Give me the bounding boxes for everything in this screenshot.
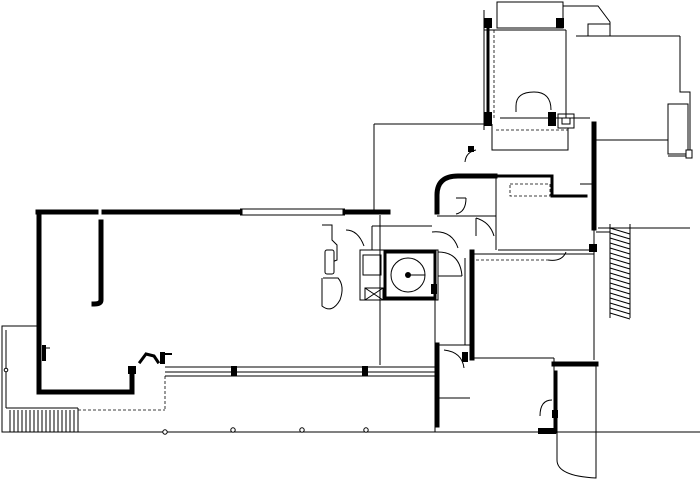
stair-tread bbox=[609, 277, 631, 285]
east-stair-treads bbox=[609, 227, 631, 320]
hearth-jamb bbox=[160, 352, 165, 364]
east-wing bbox=[469, 121, 599, 479]
west-stair bbox=[9, 410, 75, 432]
curved-entry-wall bbox=[434, 173, 465, 215]
north-roof-step bbox=[587, 23, 611, 37]
north-chimney-flue bbox=[561, 117, 571, 125]
door-swing-north bbox=[464, 149, 477, 163]
stair-tread bbox=[609, 227, 631, 235]
stair-tread bbox=[609, 242, 631, 250]
terrace-column bbox=[3, 367, 9, 373]
hearth-seat bbox=[137, 352, 161, 365]
door-swing-entry-east bbox=[475, 217, 495, 237]
stair-tread bbox=[609, 267, 631, 275]
built-in-upper bbox=[322, 224, 338, 263]
service-block bbox=[472, 174, 594, 261]
stair-tread bbox=[609, 232, 631, 240]
north-block-lower-room bbox=[491, 124, 569, 151]
stair-tread bbox=[609, 252, 631, 260]
stair-tread bbox=[609, 312, 631, 320]
stair-tread bbox=[609, 307, 631, 315]
bath-jamb bbox=[552, 410, 558, 418]
column-1 bbox=[162, 429, 168, 435]
built-in-bench bbox=[324, 249, 335, 275]
north-roof-edge bbox=[563, 5, 611, 36]
core-cabinet bbox=[364, 287, 384, 301]
door-swing-hall bbox=[345, 229, 365, 247]
column-3 bbox=[299, 427, 305, 433]
east-pier bbox=[589, 244, 597, 252]
central-core bbox=[359, 225, 466, 345]
door-swing-entry bbox=[431, 231, 459, 249]
curved-sofa bbox=[321, 277, 343, 310]
north-apse bbox=[515, 91, 552, 112]
hall-west-door-jamb bbox=[42, 345, 46, 361]
north-pier-2 bbox=[556, 18, 564, 28]
north-pier-3 bbox=[484, 112, 492, 126]
stair-tread bbox=[609, 257, 631, 265]
hall-curved-partition bbox=[91, 219, 104, 307]
stair-tread bbox=[609, 302, 631, 310]
column-2 bbox=[230, 427, 236, 433]
stair-tread bbox=[609, 282, 631, 290]
main-hall bbox=[35, 208, 391, 395]
garden-post bbox=[685, 149, 693, 159]
hall-built-ins bbox=[321, 224, 365, 310]
stair-tread bbox=[609, 272, 631, 280]
stair-tread bbox=[609, 262, 631, 270]
stair-tread bbox=[609, 292, 631, 300]
north-chimney bbox=[557, 113, 575, 129]
stair-tread bbox=[609, 287, 631, 295]
door-swing-core bbox=[437, 251, 463, 277]
north-roof-terrace bbox=[496, 1, 564, 29]
hearth-block bbox=[128, 366, 136, 374]
stair-tread bbox=[609, 237, 631, 245]
hearth-element bbox=[128, 352, 172, 374]
core-pier bbox=[431, 284, 437, 294]
door-swing-service bbox=[547, 251, 567, 261]
garden-wall-east bbox=[668, 36, 691, 157]
garden-bench bbox=[667, 103, 689, 155]
north-pier-1 bbox=[484, 18, 492, 28]
core-outline bbox=[359, 249, 439, 301]
north-jamb bbox=[468, 146, 474, 152]
door-swing-bath bbox=[539, 399, 553, 417]
stair-tread bbox=[609, 247, 631, 255]
service-counter bbox=[509, 183, 551, 197]
curved-bath-wall bbox=[556, 364, 597, 479]
gallery-pier-1 bbox=[231, 366, 237, 376]
lower-service bbox=[434, 342, 472, 428]
door-swing-lower bbox=[443, 349, 465, 369]
door-swing-curved-wall bbox=[455, 197, 467, 215]
entry-hall bbox=[434, 146, 498, 250]
east-stair bbox=[596, 224, 631, 320]
south-gallery bbox=[78, 215, 700, 435]
core-cabinet-cross-2 bbox=[364, 287, 384, 301]
stair-tread bbox=[609, 297, 631, 305]
service-north-wall bbox=[496, 174, 588, 198]
lower-pier bbox=[462, 352, 468, 362]
north-pier-4 bbox=[548, 112, 556, 126]
column-4 bbox=[363, 427, 369, 433]
terrace-outline bbox=[1, 325, 78, 433]
north-block bbox=[373, 1, 693, 229]
core-closet bbox=[362, 254, 382, 276]
gallery-pier-2 bbox=[362, 366, 368, 376]
bath-threshold bbox=[538, 428, 556, 434]
west-terrace bbox=[1, 325, 79, 433]
